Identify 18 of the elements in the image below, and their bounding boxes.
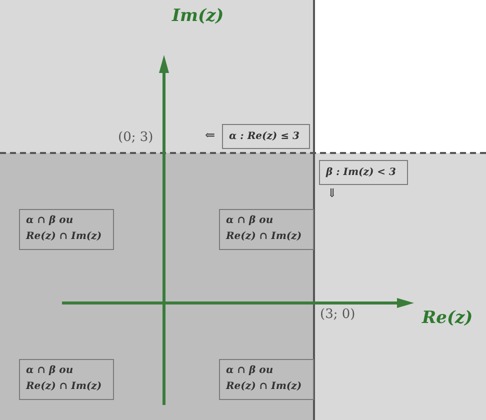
condition-text: α ∩ β ou Re(z) ∩ Im(z): [226, 214, 303, 244]
condition-text: α ∩ β ou Re(z) ∩ Im(z): [226, 364, 303, 394]
condition-box: [19, 209, 114, 250]
point-label: (0; 3): [118, 130, 154, 145]
axis-label: Re(z): [422, 308, 473, 328]
direction-symbol: ⇓: [327, 186, 338, 200]
condition-text: β : Im(z) < 3: [326, 166, 397, 180]
condition-box: [222, 124, 310, 149]
axis-label: Im(z): [172, 6, 224, 26]
condition-text: α ∩ β ou Re(z) ∩ Im(z): [26, 364, 103, 394]
condition-box: [219, 209, 314, 250]
condition-box: [319, 160, 408, 185]
condition-box: [19, 359, 114, 400]
direction-symbol: ⇐: [205, 128, 216, 142]
condition-box: [219, 359, 314, 400]
condition-text: α ∩ β ou Re(z) ∩ Im(z): [26, 214, 103, 244]
point-label: (3; 0): [320, 307, 356, 322]
condition-text: α : Re(z) ≤ 3: [229, 130, 300, 144]
